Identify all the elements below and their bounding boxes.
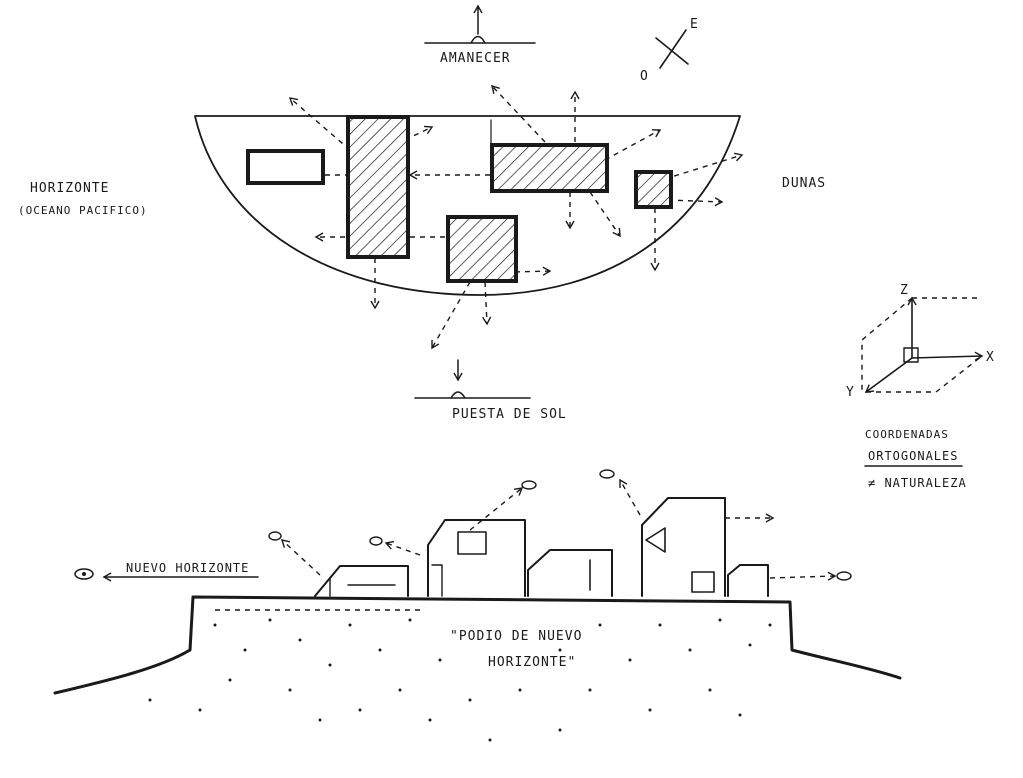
label-naturaleza: ≠ NATURALEZA <box>868 476 967 490</box>
label-amanecer: AMANECER <box>440 51 511 66</box>
label-podio-1: "PODIO DE NUEVO <box>450 629 582 644</box>
label-ortogonales: ORTOGONALES <box>868 449 958 463</box>
eye-icon <box>74 469 852 581</box>
plan-block-tall <box>346 115 410 259</box>
podium-texture <box>148 618 772 742</box>
compass-icon <box>655 29 689 69</box>
sunset-symbol <box>414 359 531 399</box>
view-arrows-section <box>215 478 837 611</box>
label-nuevo-horizonte: NUEVO HORIZONTE <box>126 561 249 575</box>
sunrise-symbol <box>424 4 536 44</box>
site-outline <box>194 115 741 296</box>
label-oceano: (OCEANO PACIFICO) <box>18 204 148 217</box>
compass-east: E <box>690 17 699 32</box>
label-coordenadas: COORDENADAS <box>865 428 949 441</box>
label-horizonte: HORIZONTE <box>30 181 109 196</box>
section-buildings <box>314 497 769 597</box>
plan-block-east <box>634 170 673 209</box>
plan-block-west <box>246 149 325 185</box>
label-podio-2: HORIZONTE" <box>488 655 576 670</box>
compass-west: O <box>640 69 649 84</box>
label-dunas: DUNAS <box>782 176 826 191</box>
axis-gizmo <box>861 296 984 393</box>
label-puesta: PUESTA DE SOL <box>452 407 567 422</box>
axis-y-label: Y <box>846 385 855 400</box>
podium-outline <box>53 595 902 695</box>
axis-z-label: Z <box>900 283 909 298</box>
axis-x-label: X <box>986 350 995 365</box>
plan-block-south <box>446 215 518 283</box>
plan-block-north <box>490 143 609 193</box>
